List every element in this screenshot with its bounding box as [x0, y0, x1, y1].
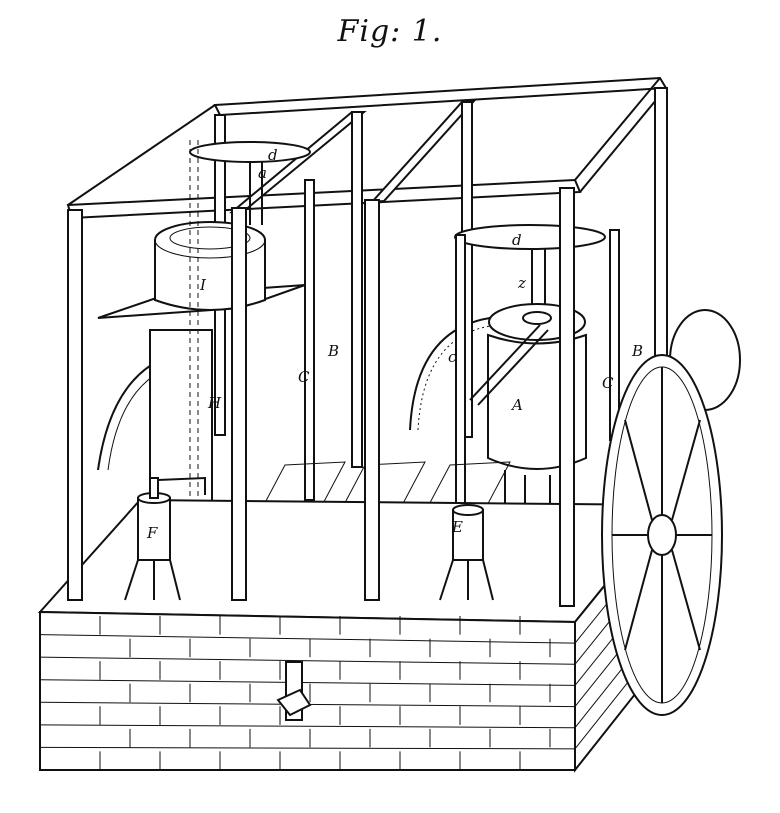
- label-C-left: C: [298, 368, 310, 386]
- discharge-spout: [276, 661, 312, 721]
- label-d-left: d: [268, 146, 278, 164]
- label-I: I: [199, 276, 207, 294]
- large-spoked-wheel: [601, 354, 723, 716]
- frame-front-posts: [67, 187, 575, 607]
- label-C-right: C: [602, 374, 614, 392]
- label-B-left: B: [327, 342, 339, 360]
- reference-labels: d a I C B H F d z A c C B E: [146, 146, 643, 542]
- pump-E: [439, 504, 494, 601]
- label-B-right: B: [631, 342, 643, 360]
- frame-top: [66, 76, 668, 220]
- label-E: E: [451, 518, 463, 536]
- label-H: H: [207, 394, 222, 412]
- label-a-left: a: [258, 164, 267, 182]
- floor-platform: [37, 498, 673, 624]
- brick-joint: [39, 724, 576, 729]
- post-C-left: [304, 179, 315, 501]
- disc-d-left: [189, 141, 311, 225]
- disc-d-right: [454, 224, 606, 310]
- brick-joint: [39, 746, 576, 750]
- label-d-right: d: [512, 231, 522, 249]
- brick-joint: [39, 656, 576, 665]
- pump-F: [124, 476, 206, 601]
- figure-title: Fig: 1.: [337, 14, 443, 49]
- brick-joint: [39, 679, 576, 686]
- left-housing: [149, 329, 213, 521]
- label-F: F: [146, 524, 158, 542]
- label-A: A: [510, 396, 523, 414]
- connecting-rod: [469, 324, 549, 406]
- label-c: c: [448, 348, 457, 366]
- tub-I: [154, 221, 266, 311]
- toothed-gear-wheel: [409, 317, 491, 431]
- label-z: z: [517, 274, 526, 292]
- brick-joint: [39, 634, 576, 644]
